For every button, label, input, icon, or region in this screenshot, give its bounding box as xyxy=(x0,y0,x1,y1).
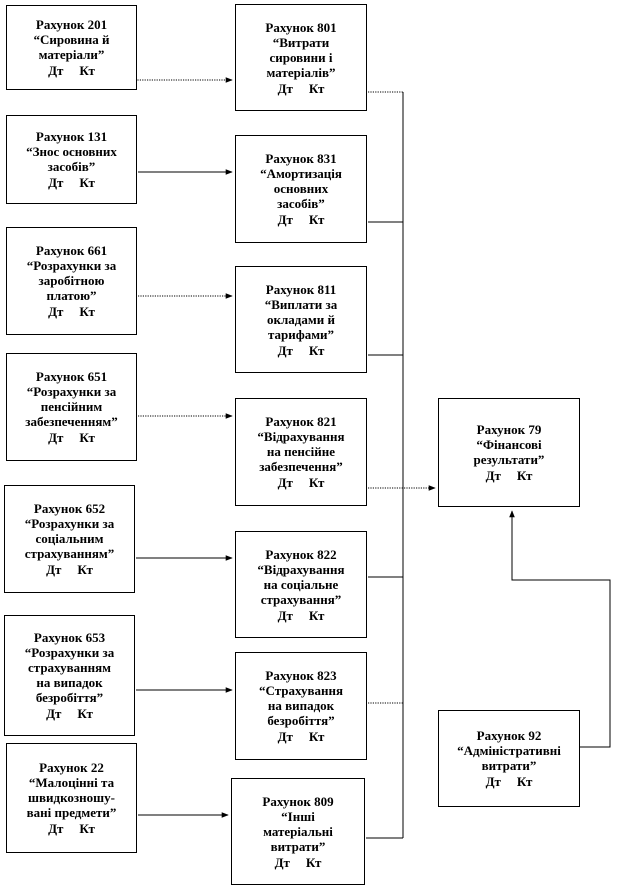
debit-credit: Дт Кт xyxy=(478,468,541,483)
credit-label: Кт xyxy=(516,774,533,789)
account-name: “Відрахування на соціальне страхування” xyxy=(257,561,345,607)
credit-label: Кт xyxy=(308,729,325,744)
debit-credit: Дт Кт xyxy=(270,475,333,490)
account-box-661: Рахунок 661 “Розрахунки за заробітною пл… xyxy=(6,227,137,335)
account-box-92: Рахунок 92 “Адміністративні витрати” Дт К… xyxy=(438,710,580,807)
account-title: Рахунок 201 xyxy=(35,17,108,32)
account-box-131: Рахунок 131 “Знос основних засобів” Дт Кт xyxy=(6,115,137,204)
account-name: “Амортизація основних засобів” xyxy=(260,166,342,211)
account-title: Рахунок 22 xyxy=(39,760,104,775)
credit-label: Кт xyxy=(79,175,95,190)
debit-credit: Дт Кт xyxy=(40,304,103,319)
debit-label: Дт xyxy=(485,774,501,789)
credit-label: Кт xyxy=(308,342,325,358)
credit-label: Кт xyxy=(308,80,325,96)
debit-credit: Дт Кт xyxy=(38,706,101,721)
account-box-822: Рахунок 822 “Відрахування на соціальне с… xyxy=(235,531,367,638)
account-title: Рахунок 811 xyxy=(265,281,337,297)
account-name: “Витрати сировини і матеріалів” xyxy=(266,34,336,80)
account-title: Рахунок 822 xyxy=(265,546,337,562)
account-title: Рахунок 801 xyxy=(265,19,337,35)
account-title: Рахунок 821 xyxy=(265,414,337,429)
account-box-653: Рахунок 653 “Розрахунки за страхуванням … xyxy=(4,615,135,736)
credit-label: Кт xyxy=(77,706,93,721)
account-name: “Сировина й матеріали” xyxy=(33,32,110,62)
debit-credit: Дт Кт xyxy=(270,212,333,227)
debit-label: Дт xyxy=(277,80,293,96)
credit-label: Кт xyxy=(308,212,325,227)
debit-label: Дт xyxy=(277,212,293,227)
account-title: Рахунок 653 xyxy=(33,630,106,645)
debit-credit: Дт Кт xyxy=(478,774,541,789)
account-name: “Відрахування на пенсійне забезпечення” xyxy=(257,429,345,474)
account-name: “Адміністративні витрати” xyxy=(457,743,561,773)
account-box-651: Рахунок 651 “Розрахунки за пенсійним заб… xyxy=(6,353,137,461)
debit-label: Дт xyxy=(274,854,290,870)
account-name: “Розрахунки за пенсійним забезпеченням” xyxy=(25,384,118,429)
account-name: “Страхування на випадок безробіття” xyxy=(258,683,344,728)
account-box-22: Рахунок 22 “Малоцінні та швидкозношу- ва… xyxy=(6,743,137,853)
account-title: Рахунок 652 xyxy=(33,501,106,516)
account-box-809: Рахунок 809 “Інші матеріальні витрати” Д… xyxy=(231,778,365,885)
account-name: “Виплати за окладами й тарифами” xyxy=(264,296,338,342)
account-title: Рахунок 651 xyxy=(35,369,108,384)
debit-label: Дт xyxy=(277,342,293,358)
debit-label: Дт xyxy=(48,430,64,445)
account-box-831: Рахунок 831 “Амортизація основних засобі… xyxy=(235,135,367,243)
arrow-92-to-79 xyxy=(509,510,611,748)
account-box-201: Рахунок 201 “Сировина й матеріали” Дт Кт xyxy=(6,5,137,90)
credit-label: Кт xyxy=(77,562,93,577)
debit-label: Дт xyxy=(48,175,64,190)
account-name: “Фінансові результати” xyxy=(473,437,545,467)
account-name: “Знос основних засобів” xyxy=(26,144,117,174)
account-title: Рахунок 661 xyxy=(35,243,108,258)
account-box-652: Рахунок 652 “Розрахунки за соціальним ст… xyxy=(4,485,135,593)
debit-credit: Дт Кт xyxy=(270,343,333,358)
debit-label: Дт xyxy=(48,821,64,836)
debit-label: Дт xyxy=(48,304,64,319)
debit-credit: Дт Кт xyxy=(270,729,333,744)
account-name: “Інші матеріальні витрати” xyxy=(263,808,333,854)
account-box-79: Рахунок 79 “Фінансові результати” Дт Кт xyxy=(438,398,580,507)
account-box-823: Рахунок 823 “Страхування на випадок безр… xyxy=(235,652,367,760)
debit-credit: Дт Кт xyxy=(40,821,103,836)
debit-credit: Дт Кт xyxy=(40,175,103,190)
account-title: Рахунок 823 xyxy=(265,668,337,683)
credit-label: Кт xyxy=(79,430,95,445)
debit-credit: Дт Кт xyxy=(40,430,103,445)
account-title: Рахунок 831 xyxy=(265,151,337,166)
debit-credit: Дт Кт xyxy=(267,855,330,870)
account-box-801: Рахунок 801 “Витрати сировини і матеріал… xyxy=(235,4,367,111)
account-name: “Розрахунки за соціальним страхуванням” xyxy=(24,516,115,561)
credit-label: Кт xyxy=(308,475,325,490)
account-name: “Розрахунки за страхуванням на випадок б… xyxy=(24,645,115,705)
account-title: Рахунок 79 xyxy=(476,422,542,437)
debit-label: Дт xyxy=(277,607,293,623)
debit-credit: Дт Кт xyxy=(270,81,333,96)
debit-credit: Дт Кт xyxy=(38,562,101,577)
debit-label: Дт xyxy=(48,63,64,78)
credit-label: Кт xyxy=(516,468,533,483)
debit-credit: Дт Кт xyxy=(270,608,333,623)
account-name: “Розрахунки за заробітною платою” xyxy=(26,258,117,303)
debit-credit: Дт Кт xyxy=(40,63,103,78)
credit-label: Кт xyxy=(79,63,95,78)
account-title: Рахунок 131 xyxy=(35,129,108,144)
debit-label: Дт xyxy=(277,729,293,744)
credit-label: Кт xyxy=(305,854,322,870)
debit-label: Дт xyxy=(46,562,62,577)
account-title: Рахунок 809 xyxy=(262,793,334,809)
debit-label: Дт xyxy=(46,706,62,721)
account-name: “Малоцінні та швидкозношу- вані предмети… xyxy=(26,775,117,820)
credit-label: Кт xyxy=(308,607,325,623)
account-title: Рахунок 92 xyxy=(476,728,542,743)
debit-label: Дт xyxy=(277,475,293,490)
account-box-811: Рахунок 811 “Виплати за окладами й тариф… xyxy=(235,266,367,373)
credit-label: Кт xyxy=(79,304,95,319)
account-box-821: Рахунок 821 “Відрахування на пенсійне за… xyxy=(235,398,367,506)
debit-label: Дт xyxy=(485,468,501,483)
credit-label: Кт xyxy=(79,821,95,836)
